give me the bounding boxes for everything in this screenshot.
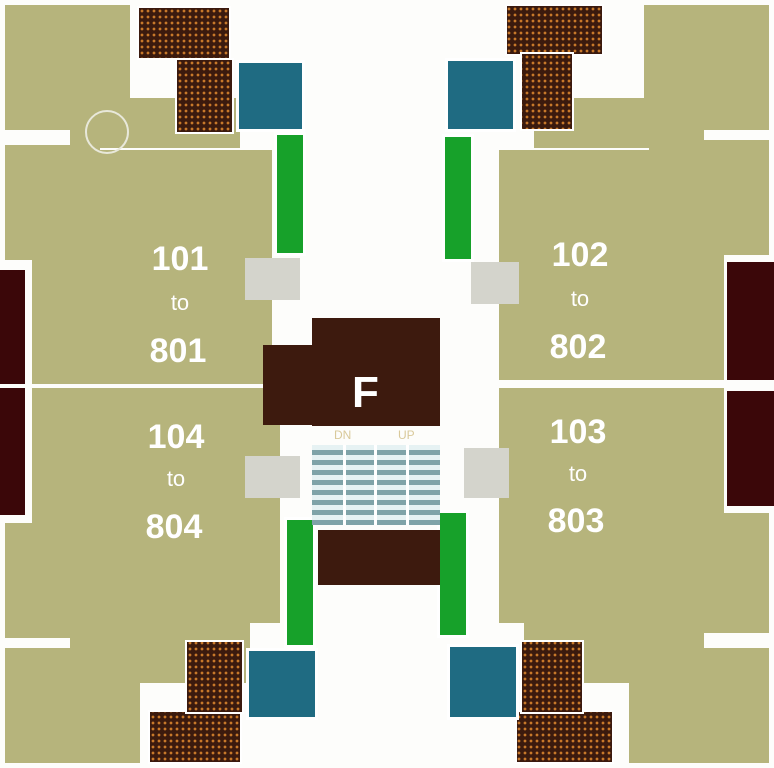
toilet bbox=[520, 52, 574, 131]
balcony bbox=[0, 388, 25, 515]
utility bbox=[445, 58, 516, 132]
unit-101-plan bbox=[0, 0, 387, 384]
utility bbox=[447, 644, 519, 720]
toilet bbox=[137, 6, 231, 60]
alcove bbox=[245, 456, 300, 498]
balcony bbox=[0, 270, 25, 384]
lift-lobby bbox=[312, 318, 440, 426]
door-swing bbox=[85, 110, 129, 154]
unit-to-word: to bbox=[570, 286, 590, 311]
toilet bbox=[505, 4, 604, 56]
staircase bbox=[312, 445, 440, 525]
stair-up-label: UP bbox=[398, 428, 415, 442]
toilet bbox=[185, 640, 244, 714]
unit-to-label: 802 bbox=[549, 328, 607, 366]
balcony bbox=[727, 391, 774, 506]
unit-to-word: to bbox=[166, 466, 186, 491]
service-block bbox=[318, 530, 440, 585]
toilet bbox=[175, 58, 234, 134]
unit-102-plan bbox=[387, 0, 774, 384]
unit-from-label: 103 bbox=[549, 413, 607, 451]
balcony bbox=[727, 262, 774, 380]
lift-label: F bbox=[352, 368, 379, 417]
unit-from-label: 102 bbox=[551, 236, 609, 274]
unit-to-label: 804 bbox=[145, 508, 203, 546]
duct bbox=[437, 510, 469, 638]
duct bbox=[284, 517, 316, 648]
lift-shaft bbox=[263, 345, 315, 425]
toilet bbox=[515, 710, 614, 764]
unit-from-label: 101 bbox=[151, 240, 209, 278]
stair-down-label: DN bbox=[334, 428, 352, 442]
duct bbox=[442, 134, 474, 262]
toilet bbox=[520, 640, 584, 714]
unit-to-label: 803 bbox=[547, 502, 605, 540]
unit-to-label: 801 bbox=[149, 332, 207, 370]
alcove bbox=[471, 262, 519, 304]
living-room bbox=[32, 150, 272, 384]
utility bbox=[246, 648, 318, 720]
unit-to-word: to bbox=[568, 461, 588, 486]
unit-to-word: to bbox=[170, 290, 190, 315]
alcove bbox=[245, 258, 300, 300]
toilet bbox=[148, 710, 242, 764]
duct bbox=[274, 132, 306, 256]
alcove bbox=[464, 448, 509, 498]
utility bbox=[236, 60, 305, 132]
unit-from-label: 104 bbox=[147, 418, 205, 456]
